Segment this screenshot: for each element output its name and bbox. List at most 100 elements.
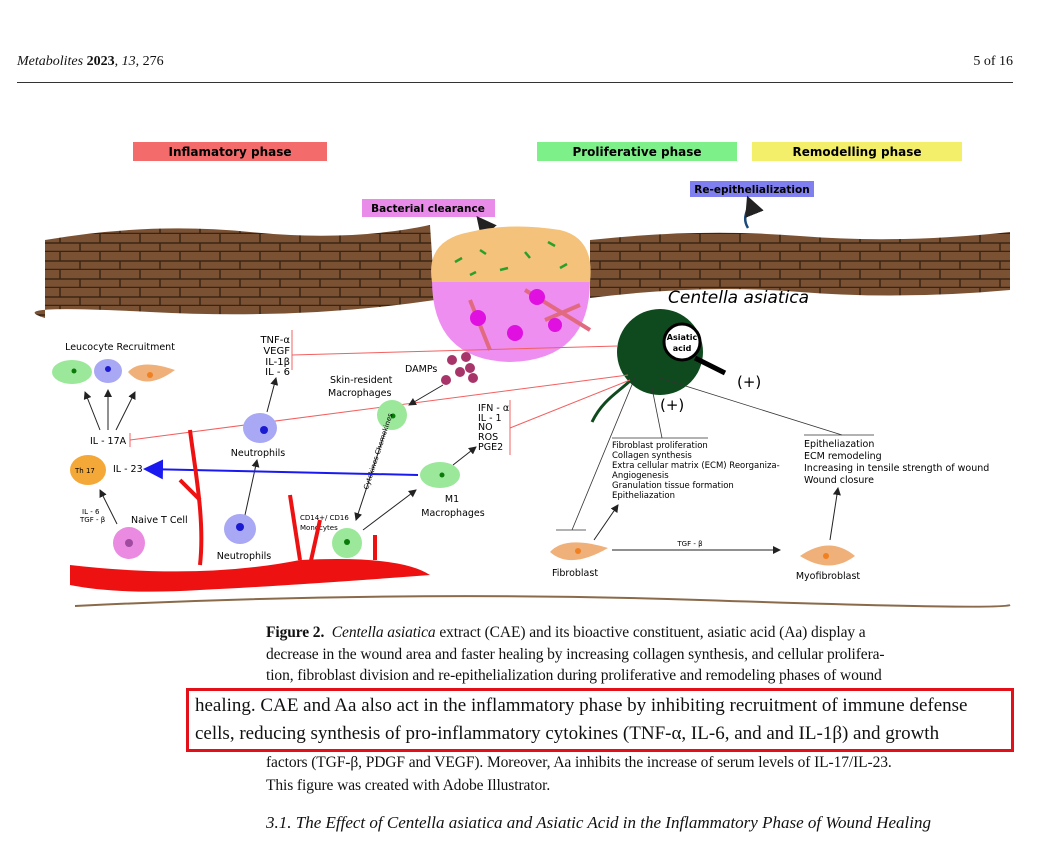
proliferation-item: Fibroblast proliferation bbox=[612, 441, 708, 451]
highlight-box: healing. CAE and Aa also act in the infl… bbox=[186, 688, 1014, 752]
monocyte-cell bbox=[332, 528, 362, 558]
mediator-label: IFN - α bbox=[478, 403, 509, 414]
proliferation-item: Extra cellular matrix (ECM) Reorganiza- bbox=[612, 461, 780, 471]
bacterial-clearance-label bbox=[362, 199, 495, 217]
caption-line-3: tion, fibroblast division and re-epithel… bbox=[266, 667, 882, 684]
myofibroblast-label: Myofibroblast bbox=[796, 571, 861, 582]
arrow bbox=[99, 489, 118, 525]
figure-2-diagram: Inflamatory phase Proliferative phase Re… bbox=[34, 142, 1011, 608]
positive-effect-label: (+) bbox=[660, 396, 684, 414]
remodelling-item: Wound closure bbox=[804, 475, 874, 486]
mediator-label: PGE2 bbox=[478, 442, 503, 453]
naive-t-cell bbox=[113, 527, 145, 559]
tgf-beta-label: TGF - β bbox=[79, 516, 105, 524]
arrow bbox=[244, 459, 260, 516]
skin-tissue-right bbox=[590, 232, 1010, 298]
magnifier-icon bbox=[662, 322, 702, 362]
capillaries bbox=[178, 429, 377, 566]
mediator-label: NO bbox=[478, 422, 493, 433]
il-6-label: IL - 6 bbox=[82, 508, 100, 516]
il-17a-label: IL - 17A bbox=[90, 436, 127, 447]
caption-italic: Centella asiatica bbox=[331, 624, 436, 641]
m1-macrophages-label: Macrophages bbox=[421, 508, 484, 519]
damps-particles bbox=[441, 352, 478, 385]
proliferation-item: Epitheliazation bbox=[612, 491, 675, 501]
caption-line-2: decrease in the wound area and faster he… bbox=[266, 646, 885, 663]
arrow bbox=[593, 504, 619, 541]
neutrophil-cell bbox=[224, 514, 256, 544]
remodelling-item: ECM remodeling bbox=[804, 451, 882, 462]
il-23-label: IL - 23 bbox=[113, 464, 143, 475]
caption-line-7: This figure was created with Adobe Illus… bbox=[266, 777, 551, 794]
skin-resident-label: Skin-resident bbox=[330, 375, 393, 386]
running-header-citation: Metabolites 2023, 13, 276 bbox=[17, 54, 164, 69]
arrow bbox=[362, 489, 417, 531]
mediator-label: IL - 1 bbox=[478, 413, 502, 424]
section-heading: 3.1. The Effect of Centella asiatica and… bbox=[266, 813, 931, 832]
neutrophils-label: Neutrophils bbox=[231, 448, 286, 459]
year: 2023 bbox=[86, 54, 115, 69]
tgf-beta-arrow-label: TGF - β bbox=[676, 540, 702, 548]
proliferative-phase-label bbox=[537, 142, 737, 161]
cytokines-chemokines-label: Cytokines Chemokines bbox=[362, 412, 394, 491]
inflammatory-phase-label bbox=[133, 142, 327, 161]
volume: 13 bbox=[121, 54, 136, 69]
damps-label: DAMPs bbox=[405, 364, 437, 375]
inflammatory-phase-text: Inflamatory phase bbox=[168, 145, 291, 159]
skin-tissue-left bbox=[34, 225, 435, 318]
centella-asiatica-label: Centella asiatica bbox=[668, 288, 809, 308]
re-epithelialization-text: Re-epithelialization bbox=[694, 184, 809, 196]
re-epithelialization-arrow bbox=[743, 195, 764, 229]
macrophage-cell bbox=[377, 400, 407, 430]
caption-line-1: Figure 2. Centella asiatica extract (CAE… bbox=[266, 624, 866, 642]
positive-effect-label: (+) bbox=[737, 373, 761, 391]
neutrophils-label: Neutrophils bbox=[217, 551, 272, 562]
remodelling-item: Increasing in tensile strength of wound bbox=[804, 463, 989, 474]
arrow bbox=[829, 487, 841, 541]
acid-text: acid bbox=[673, 344, 692, 353]
mediator-label: ROS bbox=[478, 432, 498, 443]
asiatic-text: Asiatic bbox=[667, 333, 698, 342]
cytokine-label: IL - 6 bbox=[265, 367, 290, 378]
cytokine-label: TNF-α bbox=[259, 335, 290, 346]
th17-label: Th 17 bbox=[74, 467, 95, 475]
proliferative-phase-text: Proliferative phase bbox=[572, 145, 701, 159]
inhibition-lines bbox=[129, 330, 631, 455]
m1-macrophage-cell bbox=[420, 462, 460, 488]
blood-vessel bbox=[70, 559, 430, 592]
magnifier-handle bbox=[693, 355, 727, 376]
journal-name: Metabolites bbox=[17, 54, 84, 69]
cytokine-label: IL-1β bbox=[265, 357, 290, 368]
arrow bbox=[452, 446, 477, 466]
proliferation-item: Angiogenesis bbox=[612, 471, 669, 481]
neutrophil-cell bbox=[243, 413, 277, 443]
il-23-arrow bbox=[143, 459, 419, 480]
highlight-line-1: healing. CAE and Aa also act in the infl… bbox=[195, 695, 968, 716]
leucocyte-recruitment-label: Leucocyte Recruitment bbox=[65, 342, 175, 353]
tissue-baseline bbox=[74, 595, 1011, 608]
monocytes-label: CD14+/ CD16 bbox=[300, 514, 349, 522]
remodelling-phase-label bbox=[752, 142, 962, 161]
wound-dermis bbox=[432, 280, 590, 362]
wound-clot bbox=[431, 226, 591, 282]
bacterial-clearance-text: Bacterial clearance bbox=[371, 203, 485, 215]
effect-lines bbox=[556, 374, 874, 531]
proliferation-item: Granulation tissue formation bbox=[612, 481, 734, 491]
bacteria bbox=[454, 240, 568, 277]
myofibroblast-nucleus bbox=[823, 553, 829, 559]
macrophages-label: Macrophages bbox=[328, 388, 391, 399]
remodelling-item: Epitheliazation bbox=[804, 439, 874, 450]
leucocyte-cells bbox=[52, 359, 175, 384]
remodelling-phase-text: Remodelling phase bbox=[792, 145, 921, 159]
recruitment-arrows bbox=[83, 389, 136, 431]
fibroblast-label: Fibroblast bbox=[552, 568, 598, 579]
cytokine-label: VEGF bbox=[263, 346, 290, 357]
th17-cell bbox=[70, 455, 106, 485]
re-epithelialization-label bbox=[690, 181, 814, 197]
arrow bbox=[266, 377, 279, 413]
highlight-line-2: cells, reducing synthesis of pro-inflamm… bbox=[195, 723, 940, 744]
fibroblast-nucleus bbox=[575, 548, 581, 554]
wound-cells bbox=[470, 289, 562, 341]
proliferation-item: Collagen synthesis bbox=[612, 451, 692, 461]
naive-t-cell-label: Naive T Cell bbox=[131, 515, 188, 526]
